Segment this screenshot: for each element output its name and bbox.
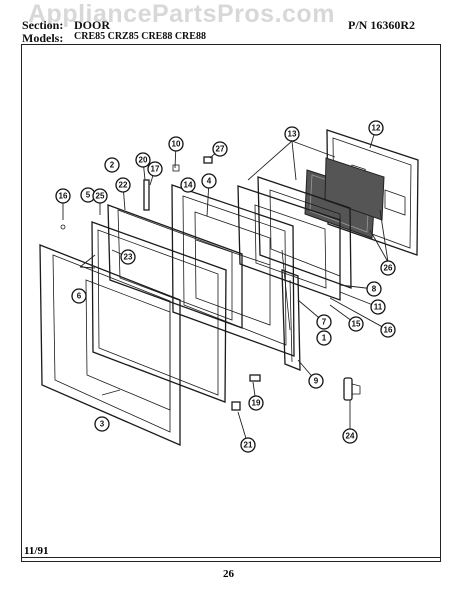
page-number: 26	[223, 568, 234, 580]
footer-date: 11/91	[24, 545, 49, 557]
callout-7-label: 7	[322, 318, 327, 327]
callout-16-left-label: 16	[59, 192, 68, 201]
callout-10-label: 10	[172, 140, 181, 149]
part-5-door-panel	[91, 221, 227, 403]
callout-20-label: 20	[139, 156, 148, 165]
callout-4-label: 4	[207, 177, 212, 186]
part-2-insulation-frame	[107, 204, 243, 329]
callout-2: 2	[104, 157, 120, 173]
callout-6-label: 6	[77, 292, 82, 301]
callout-23-label: 23	[124, 253, 133, 262]
small-hardware	[60, 156, 261, 411]
callout-1-label: 1	[322, 334, 327, 343]
callout-14-label: 14	[184, 181, 193, 190]
callout-3: 3	[94, 416, 110, 432]
section-value: DOOR	[74, 18, 110, 32]
callout-26: 26	[380, 260, 396, 276]
part-3-outer-door-frame	[39, 244, 181, 446]
callout-17-label: 17	[151, 165, 160, 174]
callout-3-label: 3	[100, 420, 105, 429]
section-label: Section:	[22, 18, 64, 32]
callout-10: 10	[168, 136, 184, 152]
callout-15: 15	[348, 316, 364, 332]
callout-14: 14	[180, 177, 196, 193]
part-8-inner-frame	[237, 176, 352, 301]
callout-9-label: 9	[314, 377, 319, 386]
callout-17: 17	[147, 161, 163, 177]
models-value: CRE85 CRZ85 CRE88 CRE88	[74, 31, 206, 42]
models-label: Models:	[22, 31, 64, 45]
callout-22: 22	[115, 177, 131, 193]
callout-20: 20	[135, 152, 151, 168]
callout-15-label: 15	[352, 320, 361, 329]
callout-27-label: 27	[216, 145, 225, 154]
callout-8: 8	[366, 281, 382, 297]
callout-13: 13	[284, 126, 300, 142]
callout-7: 7	[316, 314, 332, 330]
part-1-hinge-channel	[281, 269, 301, 371]
callout-16-right: 16	[380, 322, 396, 338]
part-number: P/N 16360R2	[348, 18, 415, 32]
callout-19: 19	[248, 395, 264, 411]
watermark: AppliancePartsPros.com	[28, 0, 335, 28]
callout-25: 25	[92, 188, 108, 204]
callout-8-label: 8	[372, 285, 377, 294]
callout-27: 27	[212, 141, 228, 157]
callout-23: 23	[120, 249, 136, 265]
callout-22-label: 22	[119, 181, 128, 190]
callout-21-label: 21	[244, 441, 253, 450]
callout-19-label: 19	[252, 399, 261, 408]
part-4-inner-door	[171, 184, 295, 357]
callout-12-label: 12	[372, 124, 381, 133]
callout-16-right-label: 16	[384, 326, 393, 335]
footer-rule	[21, 557, 441, 558]
callout-21: 21	[240, 437, 256, 453]
callout-1: 1	[316, 330, 332, 346]
callout-2-label: 2	[110, 161, 115, 170]
diagram-frame	[21, 44, 441, 562]
callout-4: 4	[201, 173, 217, 189]
callout-11: 11	[370, 299, 386, 315]
callout-9: 9	[308, 373, 324, 389]
callout-24-label: 24	[346, 432, 355, 441]
callout-11-label: 11	[374, 303, 383, 312]
callout-25-label: 25	[96, 192, 105, 201]
callout-24: 24	[342, 428, 358, 444]
callout-16-left: 16	[55, 188, 71, 204]
callout-5-label: 5	[86, 191, 91, 200]
callout-26-label: 26	[384, 264, 393, 273]
callout-6: 6	[71, 288, 87, 304]
part-24-door-handle	[343, 377, 361, 401]
callout-13-label: 13	[288, 130, 297, 139]
callout-12: 12	[368, 120, 384, 136]
